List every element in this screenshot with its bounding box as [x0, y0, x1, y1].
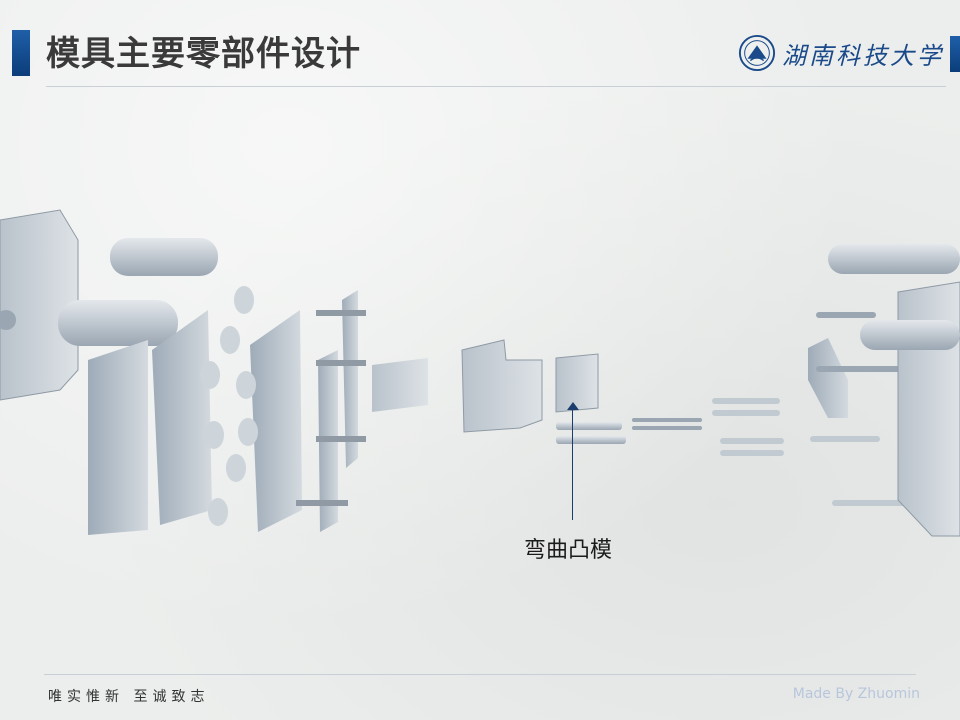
- right-accent-bar: [950, 36, 960, 72]
- fastener-nuts: [200, 286, 258, 526]
- university-logo: 湖南科技大学: [738, 34, 944, 72]
- die-blocks: [372, 339, 543, 433]
- university-seal-icon: [738, 34, 776, 72]
- footer-credit: Made By Zhuomin: [792, 686, 920, 702]
- die-plates-left: [88, 310, 302, 535]
- callout-arrowhead: [567, 402, 579, 410]
- upper-die-holder: [0, 209, 79, 401]
- footer-divider: [44, 674, 916, 675]
- bending-punch: [555, 353, 626, 444]
- university-name: 湖南科技大学: [782, 41, 944, 70]
- guide-sleeves: [58, 238, 218, 346]
- callout-leader-line: [572, 408, 573, 520]
- header-divider: [46, 86, 946, 87]
- callout-label-bending-punch: 弯曲凸模: [524, 538, 613, 563]
- footer-motto: 唯实惟新 至诚致志: [48, 689, 210, 705]
- exploded-die-assembly-illustration: [0, 209, 960, 537]
- lower-die-holder: [828, 244, 960, 537]
- ejector-pins: [632, 398, 784, 456]
- page-title: 模具主要零部件设计: [46, 34, 361, 74]
- lower-die-parts: [808, 312, 916, 506]
- title-accent-bar: [12, 30, 30, 76]
- center-plates: [296, 290, 366, 532]
